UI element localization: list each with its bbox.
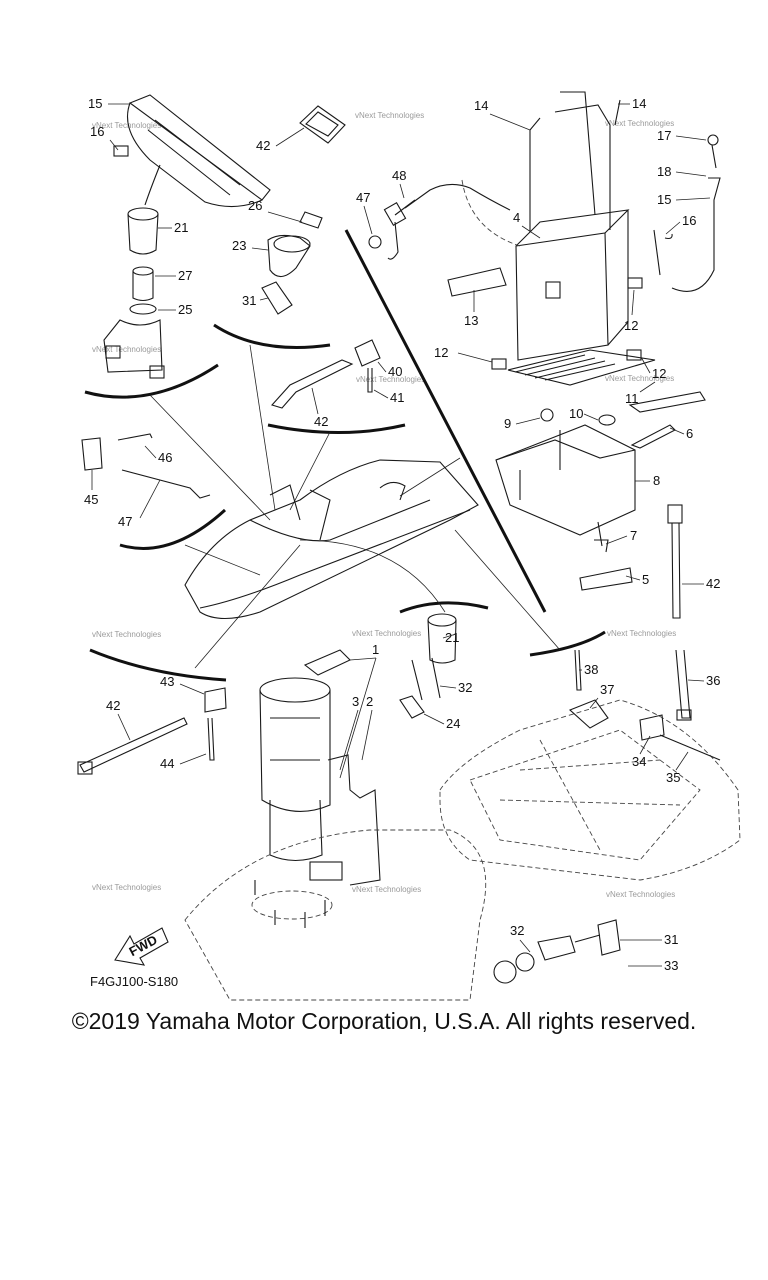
clamp-43 [299,105,346,144]
callout-label: 48 [392,168,406,183]
callout-label: 10 [569,406,583,421]
cable-47 [368,183,511,260]
callout-label: 27 [178,268,192,283]
callout-label: 15 [657,192,671,207]
watermark-text: vNext Technologies [606,890,675,899]
callout-label: 11 [625,391,639,406]
watermark-text: vNext Technologies [605,119,674,128]
callout-label: 33 [664,958,678,973]
callout-label: 3 [352,694,359,709]
callout-label: 36 [706,673,720,688]
callout-label: 18 [657,164,671,179]
callout-label: 25 [178,302,192,317]
watermark-text: vNext Technologies [92,345,161,354]
watermarks: vNext Technologies vNext Technologies vN… [92,111,676,899]
battery-box [495,391,706,591]
callout-label: 15 [88,96,102,111]
socket-assembly [261,211,323,315]
callout-label: 46 [158,450,172,465]
callout-label: 47 [118,514,132,529]
callout-label: 5 [642,572,649,587]
callout-label: 13 [464,313,478,328]
callout-label: 38 [584,662,598,677]
callout-label: 14 [474,98,488,113]
callout-label: 42 [706,576,720,591]
figure-code: F4GJ100-S180 [90,974,178,989]
clips-left-bottom [77,687,227,775]
battery-assembly [447,91,721,386]
callout-label: 45 [84,492,98,507]
watermark-text: vNext Technologies [92,121,161,130]
callout-label: 9 [504,416,511,431]
callouts: 15 16 21 27 25 26 23 31 42 48 47 14 14 1… [84,96,720,973]
watermark-text: vNext Technologies [356,375,425,384]
callout-label: 42 [256,138,270,153]
lower-deck [184,829,487,1001]
watermark-text: vNext Technologies [92,630,161,639]
callout-label: 44 [160,756,174,771]
callout-label: 8 [653,473,660,488]
callout-label: 17 [657,128,671,143]
callout-label: 26 [248,198,262,213]
callout-label: 12 [434,345,448,360]
callout-label: 40 [388,364,402,379]
callout-label: 35 [666,770,680,785]
watermark-text: vNext Technologies [92,883,161,892]
copyright-notice: ©2019 Yamaha Motor Corporation, U.S.A. A… [71,1008,697,1034]
watermark-text: vNext Technologies [352,629,421,638]
callout-label: 34 [632,754,646,769]
parts-diagram: vNext Technologies vNext Technologies vN… [77,91,741,1001]
callout-label: 41 [390,390,404,405]
watercraft-hull [184,459,479,620]
callout-label: 31 [242,293,256,308]
callout-label: 6 [686,426,693,441]
callout-label: 21 [445,630,459,645]
watermark-text: vNext Technologies [607,629,676,638]
fuel-pump-assembly [259,613,457,886]
callout-label: 43 [160,674,174,689]
callout-label: 32 [458,680,472,695]
callout-label: 31 [664,932,678,947]
callout-label: 2 [366,694,373,709]
callout-label: 14 [632,96,646,111]
callout-label: 12 [652,366,666,381]
callout-label: 1 [372,642,379,657]
callout-label: 32 [510,923,524,938]
pointer-lines [84,229,606,682]
callout-label: 42 [314,414,328,429]
callout-label: 42 [106,698,120,713]
meter-assembly [103,94,271,379]
watermark-text: vNext Technologies [355,111,424,120]
clips-mid [81,339,381,499]
fwd-arrow-icon: FWD [114,927,169,966]
callout-label: 47 [356,190,370,205]
watermark-text: vNext Technologies [605,374,674,383]
cable-ties-right [667,504,692,721]
callout-label: 4 [513,210,520,225]
callout-label: 16 [90,124,104,139]
callout-label: 16 [682,213,696,228]
callout-label: 12 [624,318,638,333]
callout-label: 7 [630,528,637,543]
callout-label: 24 [446,716,460,731]
watermark-text: vNext Technologies [352,885,421,894]
tray-assembly [439,649,741,984]
fwd-label: FWD [126,932,159,959]
callout-label: 21 [174,220,188,235]
callout-label: 37 [600,682,614,697]
callout-label: 23 [232,238,246,253]
